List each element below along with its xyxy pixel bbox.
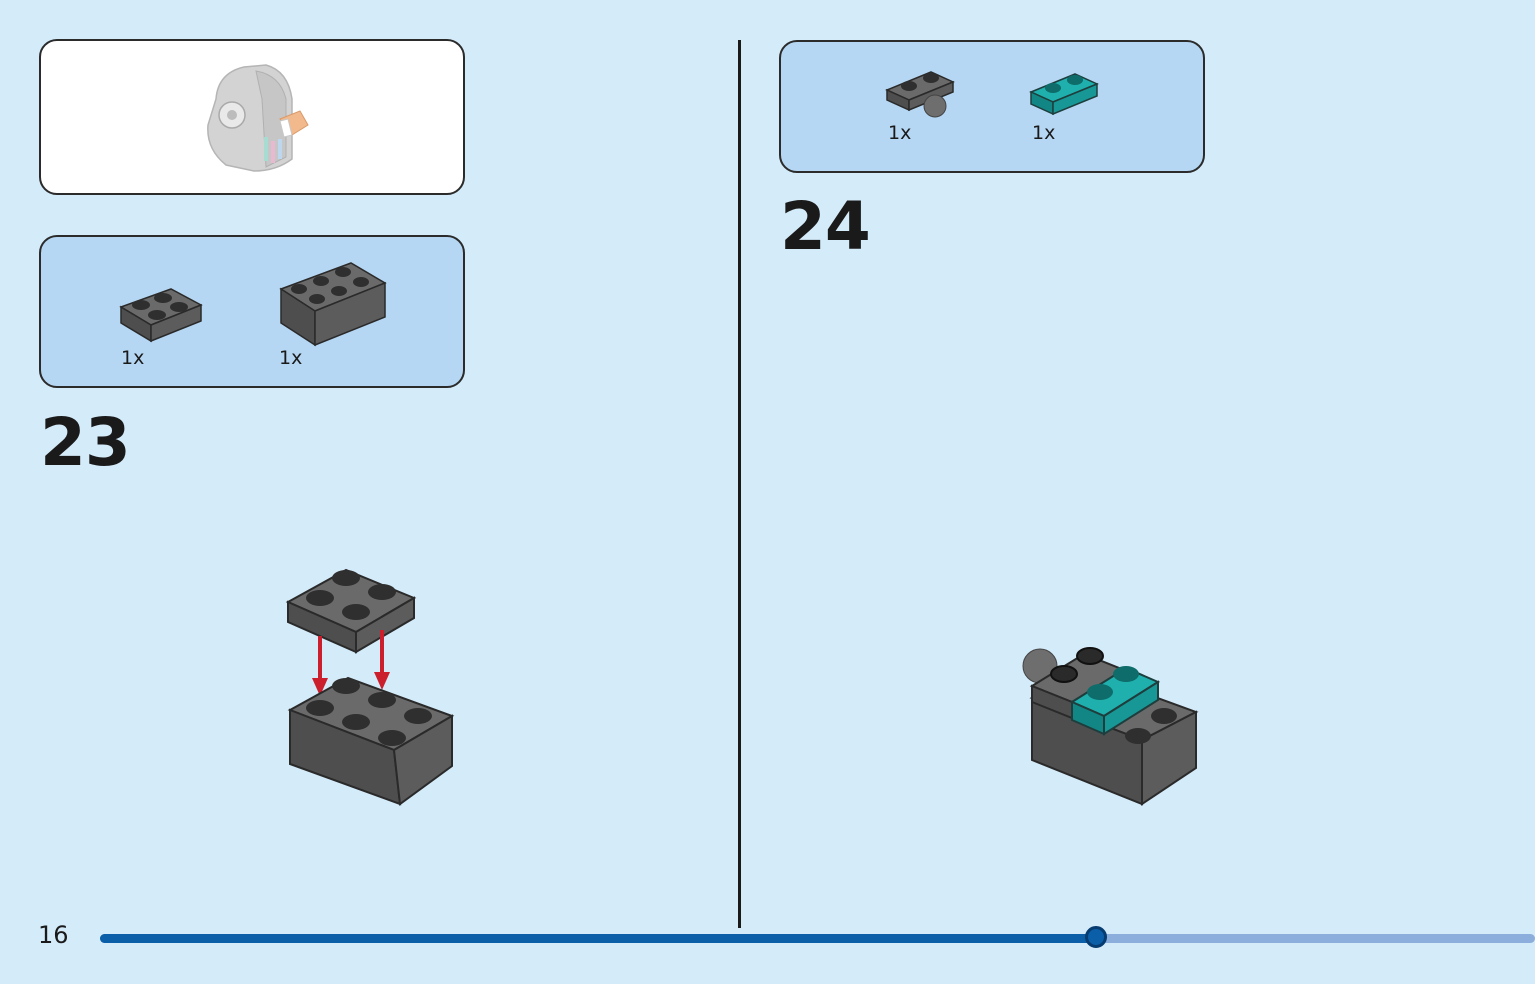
dark-grey-plate-2x2-icon — [119, 288, 203, 343]
qty-label: 1x — [888, 122, 912, 144]
step-23-assembly-illustration — [285, 568, 455, 806]
page-divider — [738, 40, 741, 928]
parts-list-step-24: 1x 1x — [779, 40, 1205, 173]
parts-list-step-23: 1x 1x — [39, 235, 465, 388]
page-number: 16 — [38, 921, 69, 949]
qty-label: 1x — [279, 347, 303, 369]
dark-grey-plate-1x2-with-ball-icon — [885, 71, 955, 118]
step-number-24: 24 — [780, 188, 871, 265]
progress-fill — [100, 934, 1096, 943]
red-down-arrow-icon — [312, 630, 390, 696]
model-preview-box — [39, 39, 465, 195]
qty-label: 1x — [121, 347, 145, 369]
finished-model-preview-icon — [207, 64, 309, 172]
teal-plate-1x2-icon — [1029, 73, 1099, 116]
dark-grey-brick-2x3-icon — [279, 262, 387, 347]
step-24-assembly-illustration — [1022, 647, 1199, 806]
qty-label: 1x — [1032, 122, 1056, 144]
step-number-23: 23 — [40, 404, 131, 481]
progress-marker — [1085, 926, 1107, 948]
